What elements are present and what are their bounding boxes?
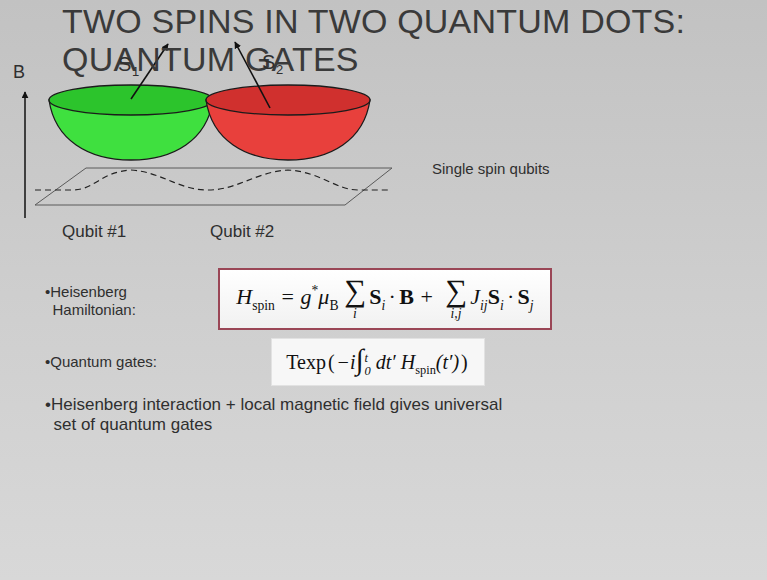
equation-symbol: g xyxy=(301,284,312,309)
equation-group: Texp(−i∫ xyxy=(286,351,363,373)
equation-symbol: j xyxy=(530,298,534,313)
equation-symbol: = xyxy=(282,284,294,309)
equation-group: ∑i xyxy=(344,276,366,321)
equation-symbol: J xyxy=(470,284,480,309)
equation-symbol: · xyxy=(507,284,514,309)
substrate-plane xyxy=(35,168,392,205)
equation-symbol: H xyxy=(401,351,415,373)
spin-label: S xyxy=(262,50,275,74)
equation-symbol: ) xyxy=(461,351,468,373)
equation-symbol: S xyxy=(488,284,500,309)
equation-box: Hspin=g*μB∑iSi·B+∑i,jJijSi·Sj xyxy=(218,268,551,329)
equation-symbol: i xyxy=(382,298,386,313)
annotation: Single spin qubits xyxy=(432,160,550,178)
equation-box: Texp(−i∫t0dt′Hspin(t′)) xyxy=(271,338,485,385)
qubit-label: Qubit #2 xyxy=(210,222,274,242)
equation-symbol: ∑ xyxy=(445,276,467,307)
equation-symbol: · xyxy=(389,284,396,309)
slide-title: TWO SPINS IN TWO QUANTUM DOTS: QUANTUM G… xyxy=(62,2,762,78)
equation-symbol: dt′ xyxy=(376,351,396,373)
equation-symbol: Texp xyxy=(286,351,326,373)
equation-symbol: ∑ xyxy=(344,276,366,307)
equation-symbol: H xyxy=(236,284,252,309)
bullet-text: •Heisenberg Hamiltonian: xyxy=(45,283,175,319)
field-arrow xyxy=(24,92,26,218)
equation-symbol: ( xyxy=(328,351,335,373)
equation-symbol: S xyxy=(518,284,530,309)
equation-symbol: spin xyxy=(415,363,436,377)
equation-symbol: B xyxy=(399,284,414,309)
bullet-text: •Quantum gates: xyxy=(45,353,157,371)
equation-group: JijSi·Sj xyxy=(470,284,533,309)
equation-symbol: 0 xyxy=(365,365,371,378)
equation-symbol: S xyxy=(369,284,381,309)
spin-subscript: 2 xyxy=(276,62,283,78)
equation-symbol: B xyxy=(329,298,338,313)
equation-symbol: spin xyxy=(252,298,275,313)
quantum-dot-rim xyxy=(206,85,370,115)
quantum-dot-rim xyxy=(49,85,213,115)
field-label: B xyxy=(13,62,25,84)
equation-symbol: * xyxy=(312,283,319,298)
equation-symbol: i,j xyxy=(451,307,462,321)
equation-symbol: ij xyxy=(480,298,488,313)
equation-symbol: −i xyxy=(337,351,356,373)
equation-group: Si·B+ xyxy=(369,284,439,309)
bullet-text: •Heisenberg interaction + local magnetic… xyxy=(45,395,524,436)
equation-symbol: i xyxy=(353,307,357,321)
qubit-label: Qubit #1 xyxy=(62,222,126,242)
equation-symbol: ∫ xyxy=(356,343,364,375)
equation-symbol: t xyxy=(365,352,371,365)
equation-symbol: + xyxy=(421,284,433,309)
equation-symbol: μ xyxy=(318,284,329,309)
potential-profile xyxy=(35,170,390,190)
equation-group: t0 xyxy=(365,352,371,378)
spin-subscript: 1 xyxy=(132,64,139,80)
equation-group: Hspin=g*μB xyxy=(236,284,338,309)
equation-group: ∑i,j xyxy=(445,276,467,321)
equation-symbol: (t′) xyxy=(436,351,459,373)
equation-symbol: i xyxy=(500,298,504,313)
spin-label: S xyxy=(118,52,131,76)
equation-group: dt′Hspin(t′)) xyxy=(376,351,470,373)
